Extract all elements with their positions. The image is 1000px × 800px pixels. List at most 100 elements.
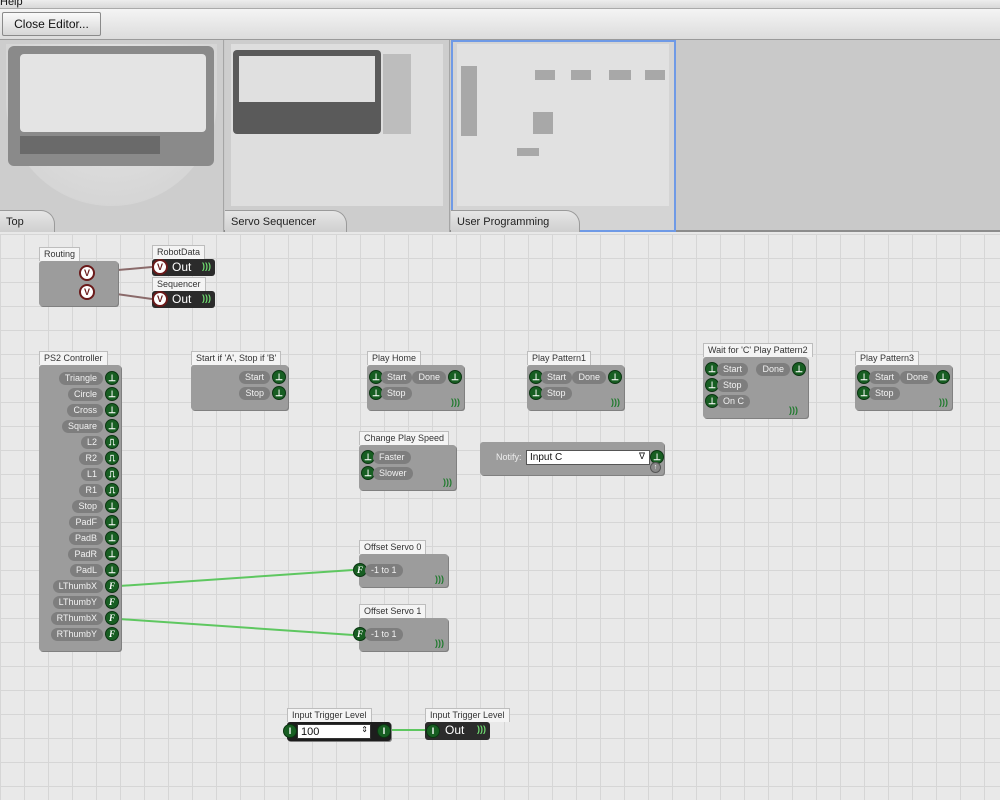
speed-slower-label: Slower — [373, 467, 413, 480]
play-pattern2-node[interactable]: Wait for 'C' Play Pattern2 ⊥ Start ⊥ Sto… — [703, 343, 813, 418]
programming-canvas[interactable]: Routing V V RobotData Out ))) V Sequence… — [0, 234, 1000, 800]
sequencer-node[interactable]: Sequencer Out ))) V — [152, 277, 215, 308]
spinner-arrows-icon[interactable]: ⇕ — [361, 725, 368, 734]
ps2-output-port[interactable]: ⊥ — [105, 531, 119, 545]
pattern1-done-port[interactable]: ⊥ — [608, 370, 622, 384]
tab-user-label: User Programming — [451, 210, 581, 232]
ps2-output-port[interactable]: F — [105, 611, 119, 625]
playhome-title: Play Home — [367, 351, 422, 365]
close-editor-button[interactable]: Close Editor... — [2, 12, 101, 36]
preview-device-screen — [239, 56, 375, 102]
ps2-output-port[interactable]: ⎍ — [105, 483, 119, 497]
playhome-start-port[interactable]: ⊥ — [369, 370, 383, 384]
pattern2-title: Wait for 'C' Play Pattern2 — [703, 343, 813, 357]
robotdata-out-box: Out ))) — [152, 259, 215, 276]
trigger-level-value: 100 — [301, 726, 320, 738]
ps2-output-label: RThumbX — [50, 612, 103, 625]
preview-screen — [20, 54, 206, 132]
pattern1-wave-icon: ))) — [611, 397, 620, 407]
trigger-in-left-port[interactable]: I — [283, 724, 297, 738]
pattern3-wave-icon: ))) — [939, 397, 948, 407]
menu-help[interactable]: Help — [0, 0, 23, 8]
pattern2-done-port[interactable]: ⊥ — [792, 362, 806, 376]
ps2-output-label: L1 — [80, 468, 103, 481]
wire-rthumbx-offset1 — [118, 618, 354, 636]
ps2-output-label: PadB — [68, 532, 103, 545]
tab-top[interactable]: Top — [0, 40, 224, 232]
offset-servo0-node[interactable]: Offset Servo 0 F -1 to 1 ))) — [353, 540, 448, 587]
trigger-in-right-port[interactable]: I — [377, 724, 391, 738]
menu-bar: Help — [0, 0, 1000, 9]
ps2-output-port[interactable]: ⊥ — [105, 547, 119, 561]
pattern2-start-port[interactable]: ⊥ — [705, 362, 719, 376]
startstop-node[interactable]: Start if 'A', Stop if 'B' Start ⊥ Stop ⊥ — [191, 351, 288, 410]
robotdata-title: RobotData — [152, 245, 206, 259]
ps2-output-port[interactable]: ⊥ — [105, 563, 119, 577]
playhome-start-label: Start — [381, 371, 413, 384]
play-pattern1-node[interactable]: Play Pattern1 ⊥ Start ⊥ Stop Done ⊥ ))) — [527, 351, 624, 410]
chevron-down-icon: ∇ — [638, 451, 645, 461]
playhome-done-port[interactable]: ⊥ — [448, 370, 462, 384]
offset1-wave-icon: ))) — [435, 638, 444, 648]
notify-out-port[interactable]: ⊥ — [650, 450, 664, 464]
trigger-out-in-port[interactable]: I — [426, 724, 440, 738]
pattern3-start-label: Start — [869, 371, 901, 384]
routing-node[interactable]: Routing V V — [39, 247, 118, 306]
offset0-wave-icon: ))) — [435, 574, 444, 584]
startstop-start-port[interactable]: ⊥ — [272, 370, 286, 384]
offset-servo1-node[interactable]: Offset Servo 1 F -1 to 1 ))) — [353, 604, 448, 651]
pattern3-done-port[interactable]: ⊥ — [936, 370, 950, 384]
sequencer-in-port[interactable]: V — [152, 291, 168, 307]
pattern1-start-label: Start — [541, 371, 573, 384]
offset0-range-label: -1 to 1 — [365, 564, 403, 577]
ps2-output-port[interactable]: ⊥ — [105, 403, 119, 417]
ps2-output-label: R1 — [79, 484, 103, 497]
speed-wave-icon: ))) — [443, 477, 452, 487]
ps2-output-port[interactable]: F — [105, 579, 119, 593]
ps2-output-port[interactable]: ⊥ — [105, 371, 119, 385]
trigger-out-box: Out ))) — [425, 722, 490, 740]
ps2-controller-node[interactable]: PS2 Controller Triangle⊥Circle⊥Cross⊥Squ… — [39, 351, 121, 651]
preview-node-column — [461, 66, 477, 136]
play-home-node[interactable]: Play Home ⊥ Start ⊥ Stop Done ⊥ ))) — [367, 351, 464, 410]
notify-settings-icon[interactable]: ↑ — [650, 462, 661, 473]
routing-port-1[interactable]: V — [79, 265, 95, 281]
preview-node — [571, 70, 591, 80]
robotdata-wave-icon: ))) — [202, 261, 211, 271]
robotdata-in-port[interactable]: V — [152, 259, 168, 275]
ps2-output-port[interactable]: ⎍ — [105, 467, 119, 481]
ps2-output-label: Circle — [67, 388, 103, 401]
trigger-level-spinner[interactable]: 100 ⇕ — [297, 724, 371, 739]
tab-user-programming[interactable]: User Programming — [451, 40, 676, 232]
ps2-output-port[interactable]: ⎍ — [105, 435, 119, 449]
ps2-output-port[interactable]: ⎍ — [105, 451, 119, 465]
offset1-in-port[interactable]: F — [353, 627, 367, 641]
pattern2-done-label: Done — [756, 363, 790, 376]
ps2-output-label: RThumbY — [50, 628, 103, 641]
ps2-output-port[interactable]: ⊥ — [105, 419, 119, 433]
notify-node[interactable]: Notify: Input C ∇ ⊥ ↑ — [480, 442, 664, 475]
ps2-output-label: PadR — [68, 548, 103, 561]
ps2-output-port[interactable]: ⊥ — [105, 515, 119, 529]
startstop-stop-label: Stop — [239, 387, 270, 400]
trigger-level-output-node[interactable]: Input Trigger Level Out ))) I — [425, 708, 510, 740]
notify-select[interactable]: Input C ∇ — [526, 450, 650, 465]
ps2-output-port[interactable]: ⊥ — [105, 499, 119, 513]
ps2-output-port[interactable]: F — [105, 595, 119, 609]
change-speed-node[interactable]: Change Play Speed ⊥ Faster ⊥ Slower ))) — [359, 431, 456, 490]
tab-servo-label: Servo Sequencer — [225, 210, 347, 232]
playhome-wave-icon: ))) — [451, 397, 460, 407]
ps2-output-port[interactable]: F — [105, 627, 119, 641]
trigger-level-input-node[interactable]: Input Trigger Level I 100 ⇕ I — [283, 708, 391, 741]
speed-title: Change Play Speed — [359, 431, 450, 445]
pattern1-stop-port[interactable]: ⊥ — [529, 386, 543, 400]
routing-port-2[interactable]: V — [79, 284, 95, 300]
ps2-output-port[interactable]: ⊥ — [105, 387, 119, 401]
robotdata-node[interactable]: RobotData Out ))) V — [152, 245, 215, 276]
play-pattern3-node[interactable]: Play Pattern3 ⊥ Start ⊥ Stop Done ⊥ ))) — [855, 351, 952, 410]
pattern3-start-port[interactable]: ⊥ — [857, 370, 871, 384]
notify-select-value: Input C — [530, 452, 563, 463]
startstop-stop-port[interactable]: ⊥ — [272, 386, 286, 400]
tab-servo-sequencer[interactable]: Servo Sequencer — [225, 40, 450, 232]
preview-node — [535, 70, 555, 80]
